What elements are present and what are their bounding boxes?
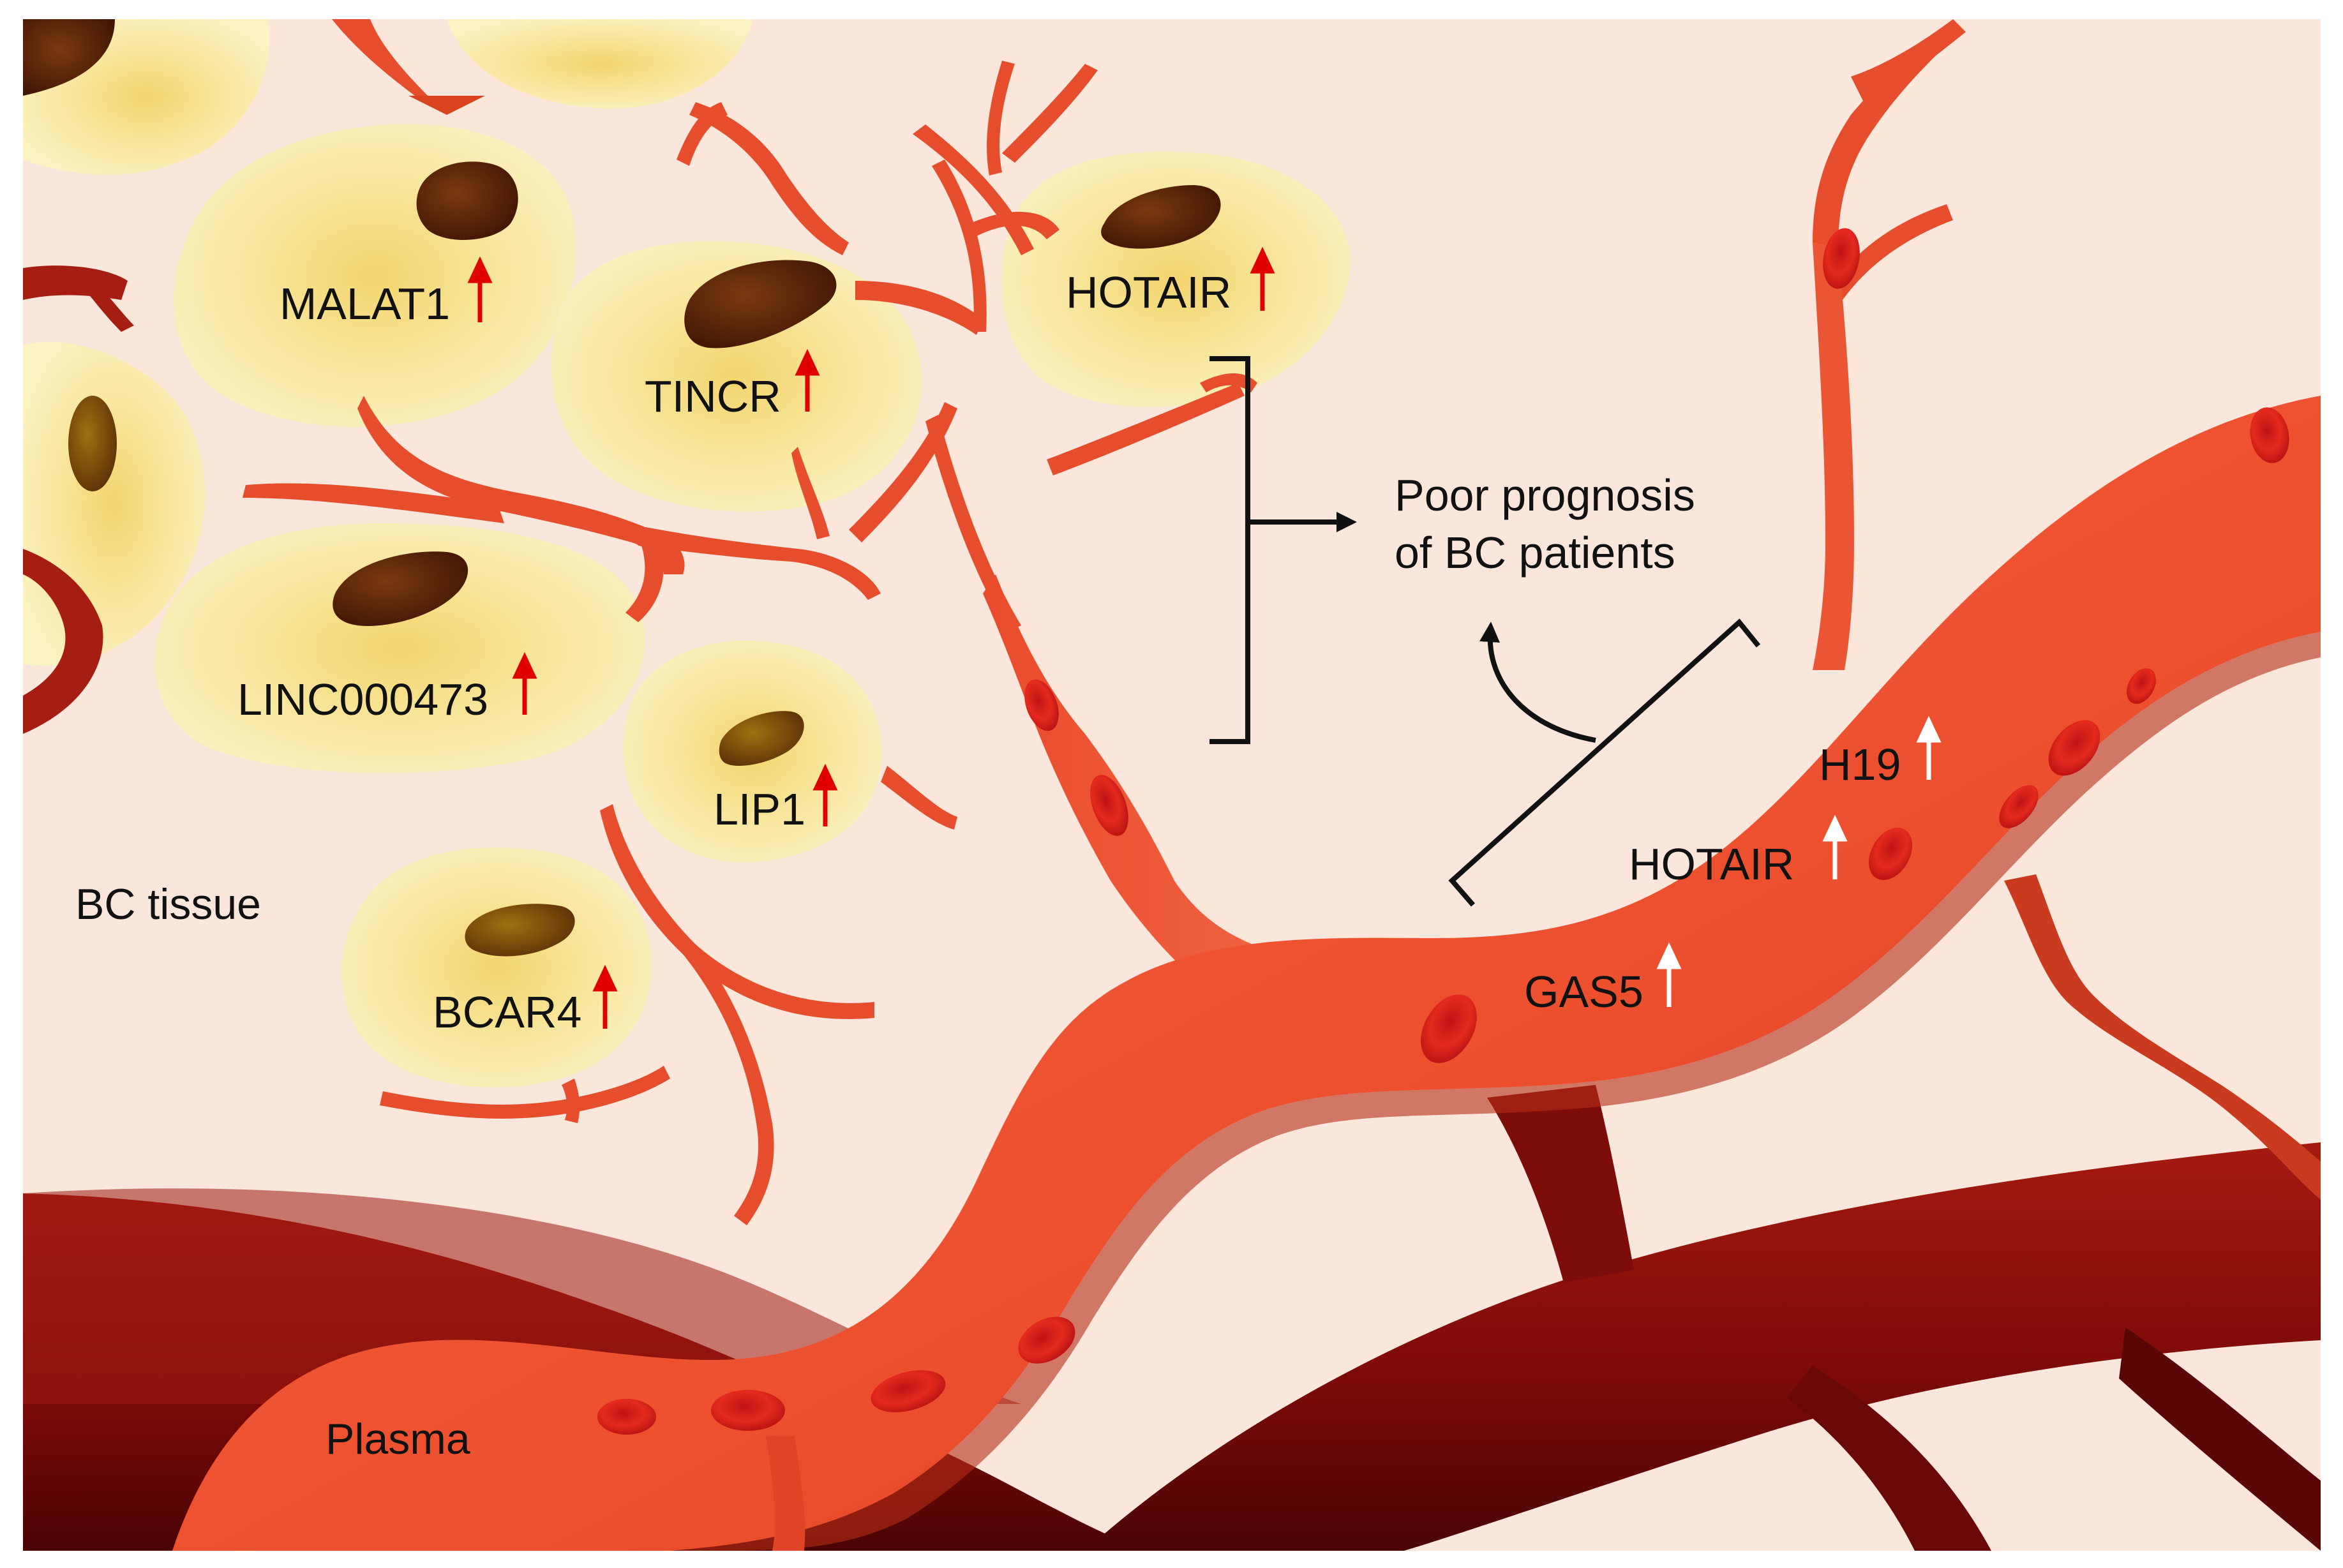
lncrna-label-gas5: GAS5	[1524, 967, 1643, 1017]
rbc	[2250, 407, 2289, 463]
lncrna-label-hotair-plasma: HOTAIR	[1629, 839, 1794, 889]
main-vessel	[172, 19, 2321, 1551]
rbc	[2048, 720, 2100, 776]
up-arrows-tissue	[467, 246, 1275, 1029]
prognosis-line-1: Poor prognosis	[1395, 470, 1695, 520]
up-arrow-icon	[467, 256, 493, 322]
lncrna-label-malat1: MALAT1	[280, 279, 450, 329]
tissue-bracket	[1209, 356, 1357, 744]
rbc	[2127, 668, 2156, 704]
rbc	[1823, 228, 1860, 289]
lncrna-label-bcar4: BCAR4	[433, 987, 581, 1037]
rbc	[1018, 1317, 1075, 1364]
tissue-vessels	[23, 19, 1257, 1225]
up-arrow-icon	[1656, 942, 1682, 1007]
labels: BC tissue Plasma Poor prognosis of BC pa…	[75, 267, 1901, 1463]
lncrna-label-linc000473: LINC000473	[237, 675, 488, 724]
rbc	[1090, 775, 1128, 836]
arrow-curved-to-prognosis	[1479, 622, 1596, 743]
up-arrow-icon	[1250, 246, 1275, 311]
rbc	[1024, 679, 1059, 731]
prognosis-line-2: of BC patients	[1395, 528, 1675, 578]
nuclei	[23, 19, 1221, 957]
rbc	[1421, 994, 1477, 1063]
red-blood-cells	[597, 228, 2289, 1435]
plasma-bracket	[1448, 618, 1761, 907]
up-arrow-icon	[795, 348, 820, 412]
cell-linc000473	[154, 523, 645, 773]
up-arrow-icon	[1916, 715, 1942, 780]
up-arrows-plasma	[1656, 715, 1942, 1007]
cell-hotair-tissue	[1001, 151, 1351, 407]
lncrna-label-hotair-tissue: HOTAIR	[1066, 267, 1231, 317]
rbc	[1999, 785, 2039, 828]
cell-tincr	[551, 241, 922, 512]
rbc	[871, 1370, 946, 1412]
up-arrow-icon	[592, 964, 618, 1029]
up-arrow-icon	[812, 763, 838, 826]
bc-tissue-label: BC tissue	[75, 880, 261, 929]
rbc	[597, 1399, 656, 1435]
lncrna-label-h19: H19	[1819, 740, 1901, 789]
up-arrow-icon	[1822, 814, 1848, 879]
plasma-label: Plasma	[326, 1415, 470, 1463]
lncrna-label-tincr: TINCR	[645, 371, 781, 421]
cell-bcar4	[341, 847, 652, 1087]
rbc	[711, 1390, 785, 1431]
up-arrow-icon	[512, 652, 537, 715]
lncrna-label-lip1: LIP1	[714, 784, 805, 834]
rbc	[1868, 828, 1913, 880]
